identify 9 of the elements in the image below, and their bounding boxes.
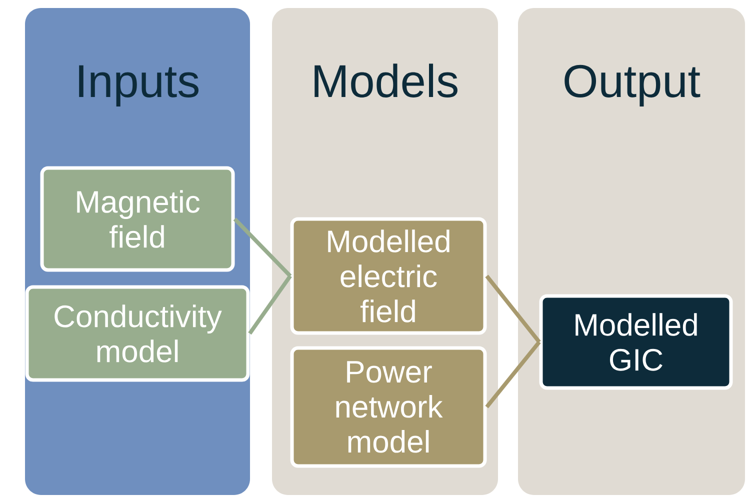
process-box: Conductivity model (25, 285, 250, 382)
connector-line (233, 218, 292, 278)
connector-line (248, 274, 292, 335)
process-box: Modelled GIC (539, 294, 733, 390)
process-box: Magnetic field (40, 166, 235, 272)
process-box: Modelled electric field (290, 217, 487, 335)
process-box: Power network model (290, 346, 487, 468)
connector-line (485, 274, 541, 344)
connector-line (485, 340, 541, 408)
